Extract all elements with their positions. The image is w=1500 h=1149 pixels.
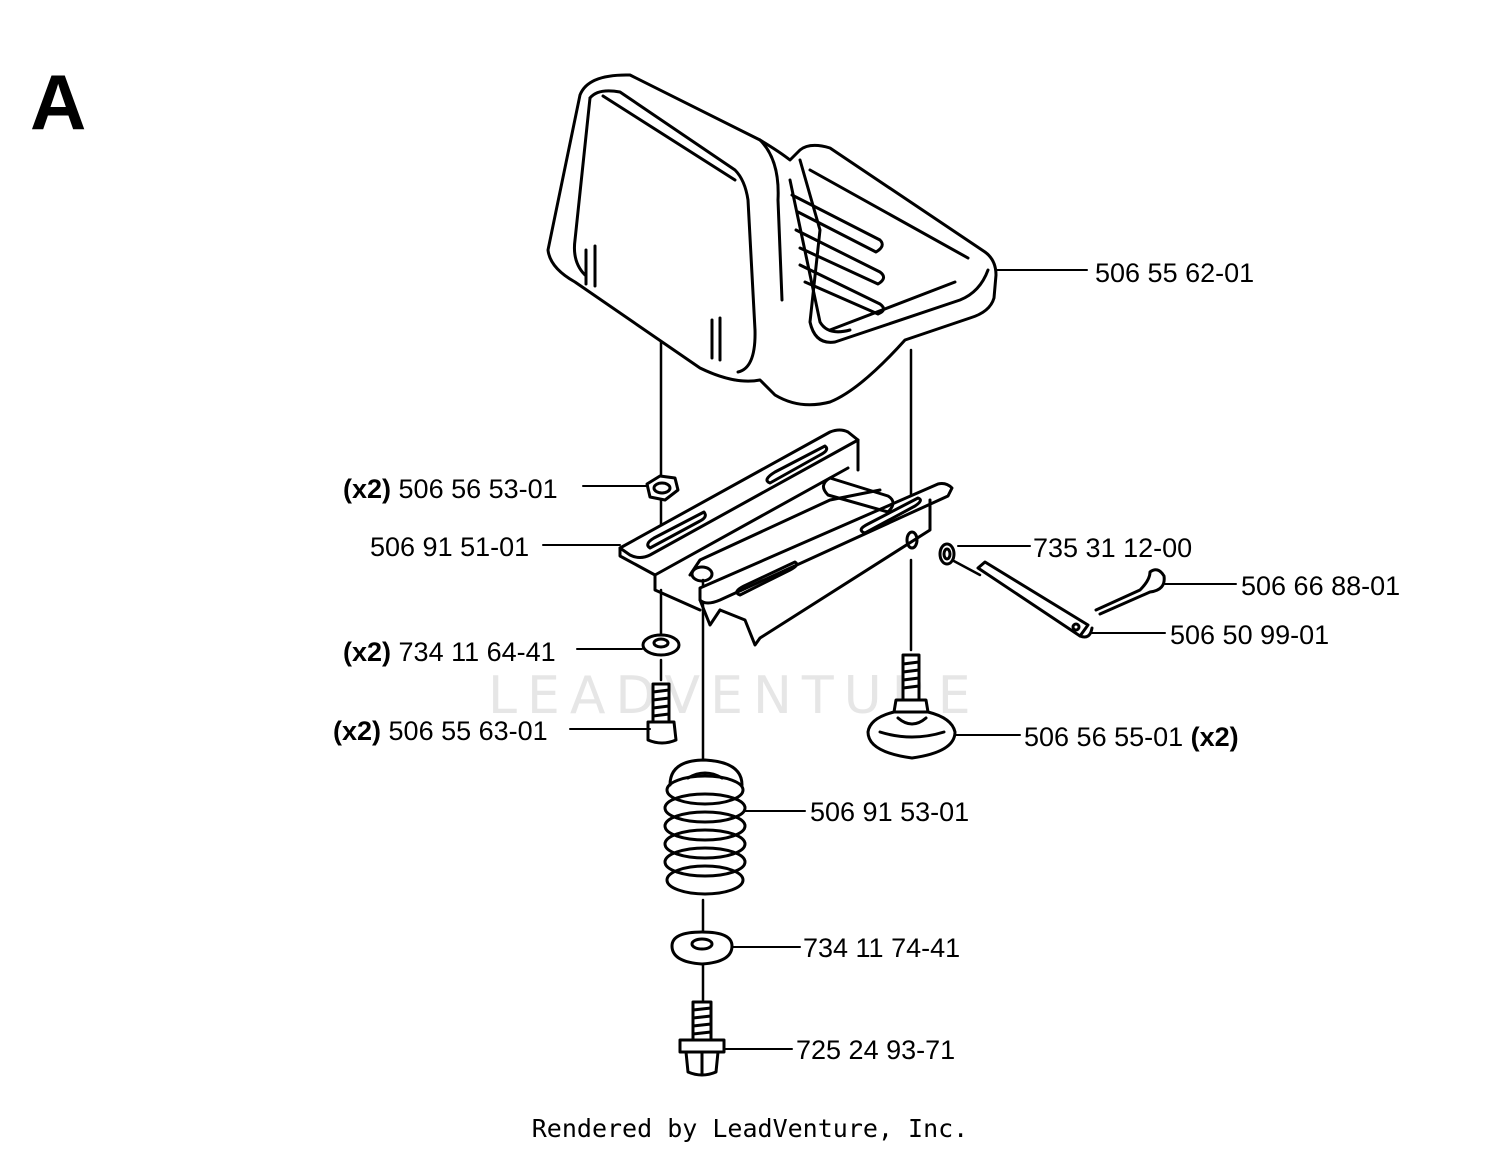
- callout-quantity: (x2): [343, 637, 392, 667]
- ring-washer-drawing: [938, 542, 956, 566]
- callout-pin: 506 50 99-01: [1170, 620, 1329, 650]
- bolt-drawing: [678, 1000, 726, 1077]
- callout-part-number: 506 50 99-01: [1170, 620, 1330, 650]
- callout-spring: 506 91 53-01: [810, 797, 969, 827]
- callout-quantity: (x2): [1190, 722, 1239, 752]
- callout-knob: 506 56 55-01 (x2): [1024, 722, 1239, 752]
- leader-lines: [542, 269, 1237, 1050]
- callout-seat: 506 55 62-01: [1095, 258, 1254, 288]
- callout-washer-small: (x2) 734 11 64-41: [343, 637, 556, 667]
- callout-nut-top: (x2) 506 56 53-01: [343, 474, 558, 504]
- callout-part-number: 735 31 12-00: [1033, 533, 1193, 563]
- bracket-drawing: [618, 428, 954, 647]
- callout-bracket: 506 91 51-01: [370, 532, 529, 562]
- pin-drawing: [976, 560, 1094, 639]
- callout-part-number: 734 11 74-41: [803, 933, 961, 963]
- knob-drawing: [866, 653, 957, 760]
- callout-clip: 506 66 88-01: [1241, 571, 1400, 601]
- spring-drawing: [663, 758, 747, 896]
- screw-drawing: [646, 682, 678, 745]
- top-nut-drawing: [645, 474, 680, 502]
- callout-part-number: 506 66 88-01: [1241, 571, 1401, 601]
- footer-credit: Rendered by LeadVenture, Inc.: [531, 1114, 969, 1143]
- callout-part-number: 506 56 55-01: [1024, 722, 1184, 752]
- small-washer-drawing: [641, 633, 681, 657]
- callout-washer-large: 734 11 74-41: [803, 933, 960, 963]
- callout-washer-ring: 735 31 12-00: [1033, 533, 1192, 563]
- callout-part-number: 506 91 53-01: [810, 797, 970, 827]
- callout-bolt: 725 24 93-71: [796, 1035, 955, 1065]
- callout-quantity: (x2): [343, 474, 392, 504]
- spring-coils: [663, 774, 747, 896]
- seat-drawing: [546, 73, 998, 407]
- callout-quantity: (x2): [333, 716, 382, 746]
- callout-screw: (x2) 506 55 63-01: [333, 716, 548, 746]
- clip-drawing: [1094, 568, 1166, 616]
- callout-part-number: 506 55 62-01: [1095, 258, 1255, 288]
- large-washer-drawing: [670, 930, 734, 966]
- callout-part-number: 506 56 53-01: [398, 474, 558, 504]
- callout-part-number: 506 55 63-01: [388, 716, 548, 746]
- callout-part-number: 506 91 51-01: [370, 532, 530, 562]
- callout-part-number: 734 11 64-41: [398, 637, 556, 667]
- callout-part-number: 725 24 93-71: [796, 1035, 956, 1065]
- section-letter: A: [30, 58, 87, 146]
